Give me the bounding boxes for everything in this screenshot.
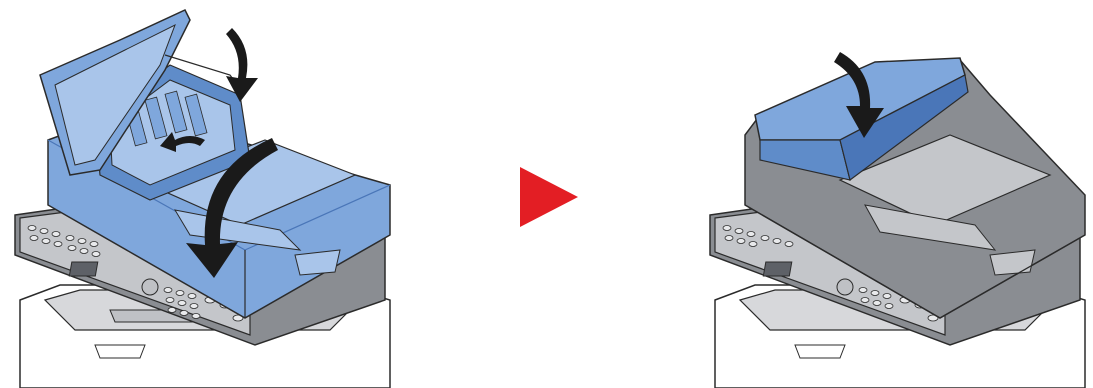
printer-open-cover-illustration bbox=[0, 0, 400, 388]
printer-closed-cover-illustration bbox=[700, 0, 1093, 388]
right-pointing-triangle-icon bbox=[516, 165, 580, 229]
